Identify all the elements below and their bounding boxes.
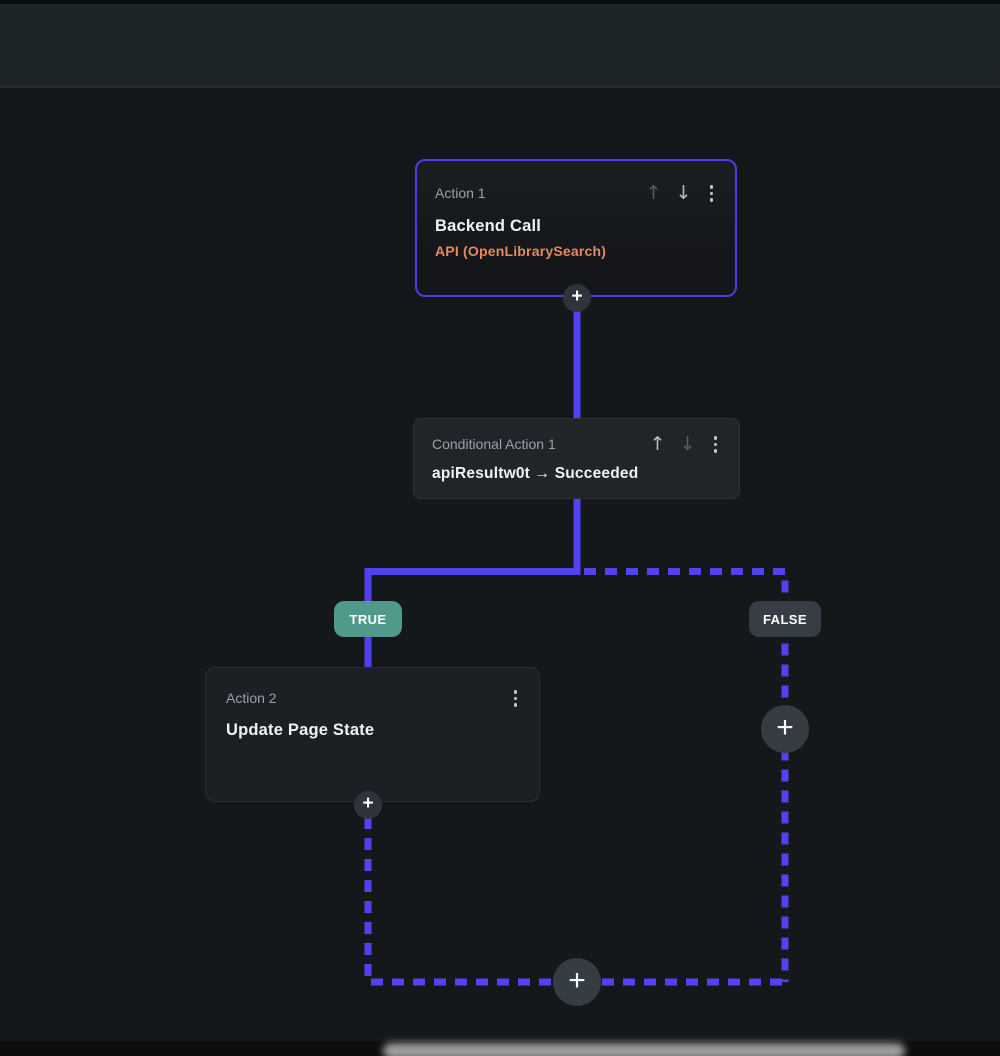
node-label: Action 2	[226, 690, 277, 706]
kebab-menu-icon[interactable]	[510, 688, 522, 709]
branch-true-label: TRUE	[350, 612, 387, 627]
plus-icon: +	[776, 711, 794, 745]
plus-icon: +	[571, 286, 582, 308]
node-title: Backend Call	[435, 217, 717, 236]
node-label: Action 1	[435, 185, 486, 201]
horizontal-scrollbar-track	[0, 1041, 1000, 1056]
kebab-menu-icon[interactable]	[706, 183, 718, 204]
branch-false-label: FALSE	[763, 612, 807, 627]
node-title: Update Page State	[226, 721, 521, 740]
add-action-false-branch-button[interactable]: +	[761, 705, 809, 753]
add-action-after-action1-button[interactable]: +	[563, 284, 591, 312]
node-title: apiResultw0t → Succeeded	[432, 465, 721, 483]
move-up-icon[interactable]: ↑	[646, 184, 662, 203]
move-down-icon[interactable]: ↓	[680, 435, 696, 454]
plus-icon: +	[362, 793, 373, 815]
branch-false-badge: FALSE	[749, 601, 821, 637]
node-action-1[interactable]: Action 1 ↑ ↓ Backend Call API (OpenLibra…	[415, 159, 737, 297]
kebab-menu-icon[interactable]	[710, 434, 722, 455]
add-action-after-action2-button[interactable]: +	[354, 791, 382, 819]
move-down-icon[interactable]: ↓	[676, 184, 692, 203]
node-subtitle: API (OpenLibrarySearch)	[435, 243, 717, 259]
add-action-merge-button[interactable]: +	[553, 958, 601, 1006]
branch-true-badge: TRUE	[334, 601, 402, 637]
node-action-2[interactable]: Action 2 Update Page State	[205, 667, 540, 802]
node-conditional-action-1[interactable]: Conditional Action 1 ↑ ↓ apiResultw0t → …	[413, 418, 740, 499]
move-up-icon[interactable]: ↑	[650, 435, 666, 454]
horizontal-scrollbar-thumb[interactable]	[383, 1043, 905, 1056]
node-label: Conditional Action 1	[432, 436, 556, 452]
plus-icon: +	[568, 964, 586, 998]
